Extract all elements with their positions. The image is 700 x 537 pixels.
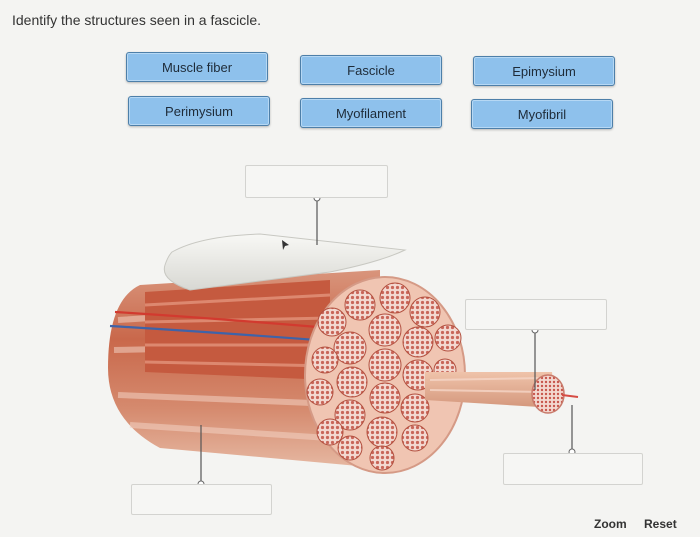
reset-button[interactable]: Reset [644,517,677,531]
extended-muscle-fiber [425,372,556,408]
cursor-arrow-icon [282,240,289,250]
label-perimysium[interactable]: Perimysium [128,96,270,126]
drop-zone-right-lower[interactable] [503,453,643,485]
label-myofibril[interactable]: Myofibril [471,99,613,129]
label-myofilament[interactable]: Myofilament [300,98,442,128]
zoom-button[interactable]: Zoom [594,517,627,531]
label-fascicle[interactable]: Fascicle [300,55,442,85]
drop-zone-right-upper[interactable] [465,299,607,330]
leader-lines [200,198,573,484]
exposed-fibers [145,280,330,380]
drop-zone-bottom-left[interactable] [131,484,272,515]
label-muscle-fiber[interactable]: Muscle fiber [126,52,268,82]
label-epimysium[interactable]: Epimysium [473,56,615,86]
epimysium-sheet [163,233,407,291]
red-vessel [114,310,331,330]
blue-vessel [109,324,331,343]
question-text: Identify the structures seen in a fascic… [12,12,262,28]
muscle-fiber-end [531,374,565,414]
fascicle-cells [306,282,462,471]
drop-zone-top[interactable] [245,165,388,198]
